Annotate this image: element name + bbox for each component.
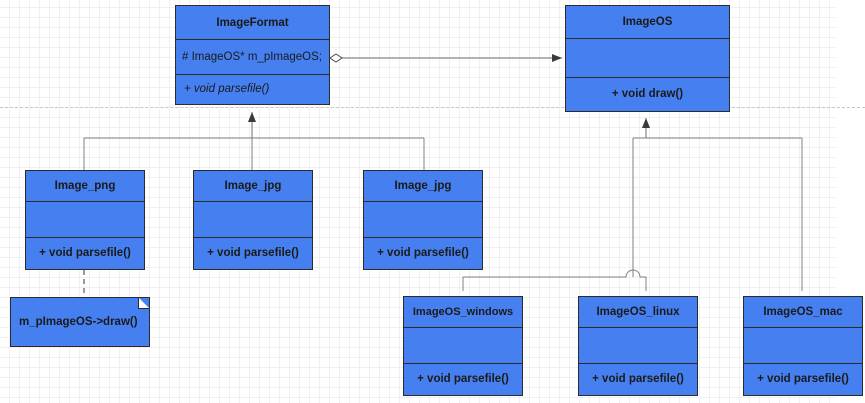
class-image-os[interactable]: ImageOS + void draw() xyxy=(565,5,730,112)
class-image-jpg-2[interactable]: Image_jpg + void parsefile() xyxy=(363,170,483,270)
aggregation-imageformat-imageos xyxy=(329,53,562,63)
class-title: Image_jpg xyxy=(364,171,482,203)
class-operations: + void draw() xyxy=(611,88,684,101)
class-operations: + void parsefile() xyxy=(592,373,684,386)
class-operations: + void parsefile() xyxy=(184,83,270,96)
note-text: m_pImageOS->draw() xyxy=(19,316,138,328)
class-title: ImageFormat xyxy=(176,6,329,41)
class-operations: + void parsefile() xyxy=(207,247,299,260)
class-image-jpg-1[interactable]: Image_jpg + void parsefile() xyxy=(193,170,313,270)
class-attributes: # ImageOS* m_pImageOS; xyxy=(176,40,329,75)
class-title: ImageOS xyxy=(566,6,729,40)
class-image-format[interactable]: ImageFormat # ImageOS* m_pImageOS; + voi… xyxy=(175,5,330,105)
class-operations: + void parsefile() xyxy=(39,247,131,260)
class-imageos-windows[interactable]: ImageOS_windows + void parsefile() xyxy=(403,296,523,396)
class-operations: + void parsefile() xyxy=(377,247,469,260)
class-image-png[interactable]: Image_png + void parsefile() xyxy=(25,170,145,270)
class-title: Image_png xyxy=(26,171,144,203)
class-attributes xyxy=(566,39,729,78)
class-title: ImageOS_mac xyxy=(744,297,862,329)
generalization-tree-imageformat xyxy=(83,112,425,170)
generalization-tree-imageos xyxy=(462,118,803,291)
class-attributes xyxy=(194,202,312,238)
note-box[interactable]: m_pImageOS->draw() xyxy=(10,297,150,347)
class-imageos-mac[interactable]: ImageOS_mac + void parsefile() xyxy=(743,296,863,396)
class-attributes xyxy=(404,328,522,364)
class-operations: + void parsefile() xyxy=(757,373,849,386)
class-attributes xyxy=(26,202,144,238)
class-title: Image_jpg xyxy=(194,171,312,203)
class-attributes xyxy=(579,328,697,364)
class-imageos-linux[interactable]: ImageOS_linux + void parsefile() xyxy=(578,296,698,396)
class-attributes xyxy=(364,202,482,238)
page-break-line xyxy=(0,107,865,108)
class-operations: + void parsefile() xyxy=(417,373,509,386)
class-title: ImageOS_windows xyxy=(404,297,522,329)
class-title: ImageOS_linux xyxy=(579,297,697,329)
note-fold-corner xyxy=(138,297,150,309)
class-attributes xyxy=(744,328,862,364)
